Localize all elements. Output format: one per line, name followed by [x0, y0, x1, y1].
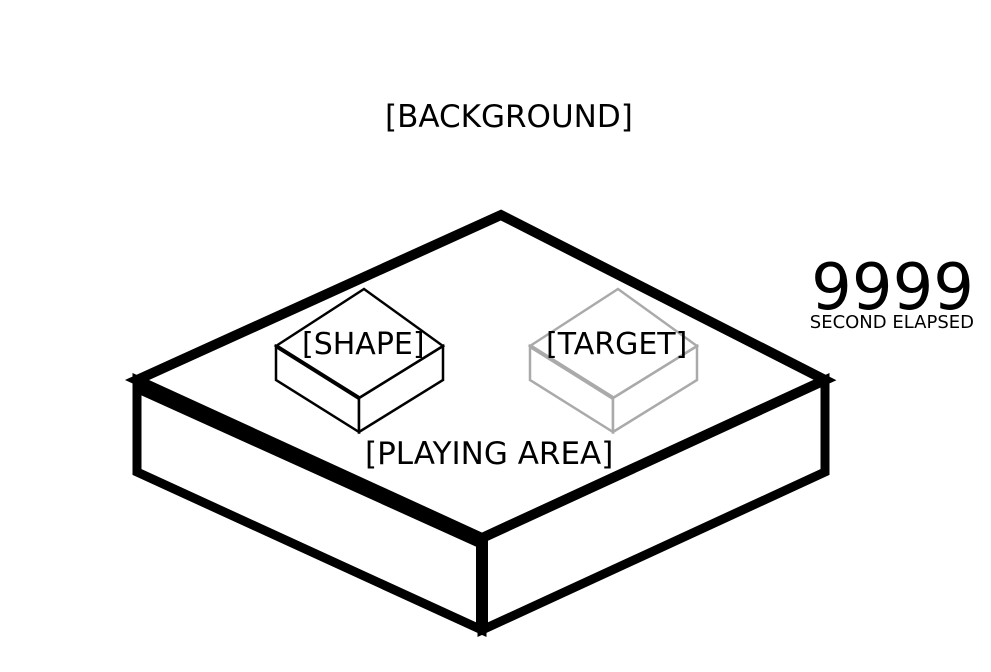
playing-area — [124, 209, 837, 638]
playing-area-top-face — [124, 209, 837, 544]
target-label: [TARGET] — [546, 327, 688, 362]
elapsed-seconds-caption: SECOND ELAPSED — [809, 312, 974, 333]
playing-area-label: [PLAYING AREA] — [365, 436, 614, 472]
target — [527, 287, 700, 435]
elapsed-seconds-counter: 9999 — [811, 251, 974, 325]
shape-label: [SHAPE] — [302, 327, 425, 362]
shape[interactable] — [273, 287, 446, 435]
background-label: [BACKGROUND] — [385, 99, 633, 135]
